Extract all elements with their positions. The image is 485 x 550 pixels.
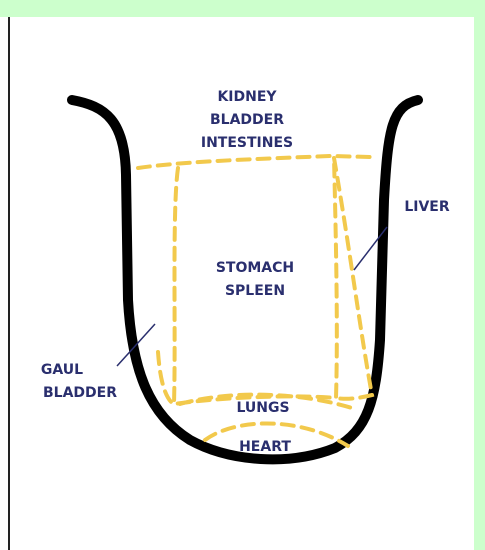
label-bladder: BLADDER — [210, 112, 284, 128]
central-region-dashes — [174, 158, 337, 404]
label-spleen: SPLEEN — [225, 283, 285, 299]
label-liver: LIVER — [404, 199, 450, 215]
label-kidney: KIDNEY — [217, 89, 277, 105]
label-heart: HEART — [239, 439, 291, 455]
label-lungs: LUNGS — [236, 400, 289, 416]
label-gaul-bladder: BLADDER — [43, 385, 117, 401]
liver-region-dashes — [334, 158, 372, 399]
label-gaul: GAUL — [41, 362, 83, 378]
label-intestines: INTESTINES — [201, 135, 293, 151]
label-stomach: STOMACH — [216, 260, 294, 276]
